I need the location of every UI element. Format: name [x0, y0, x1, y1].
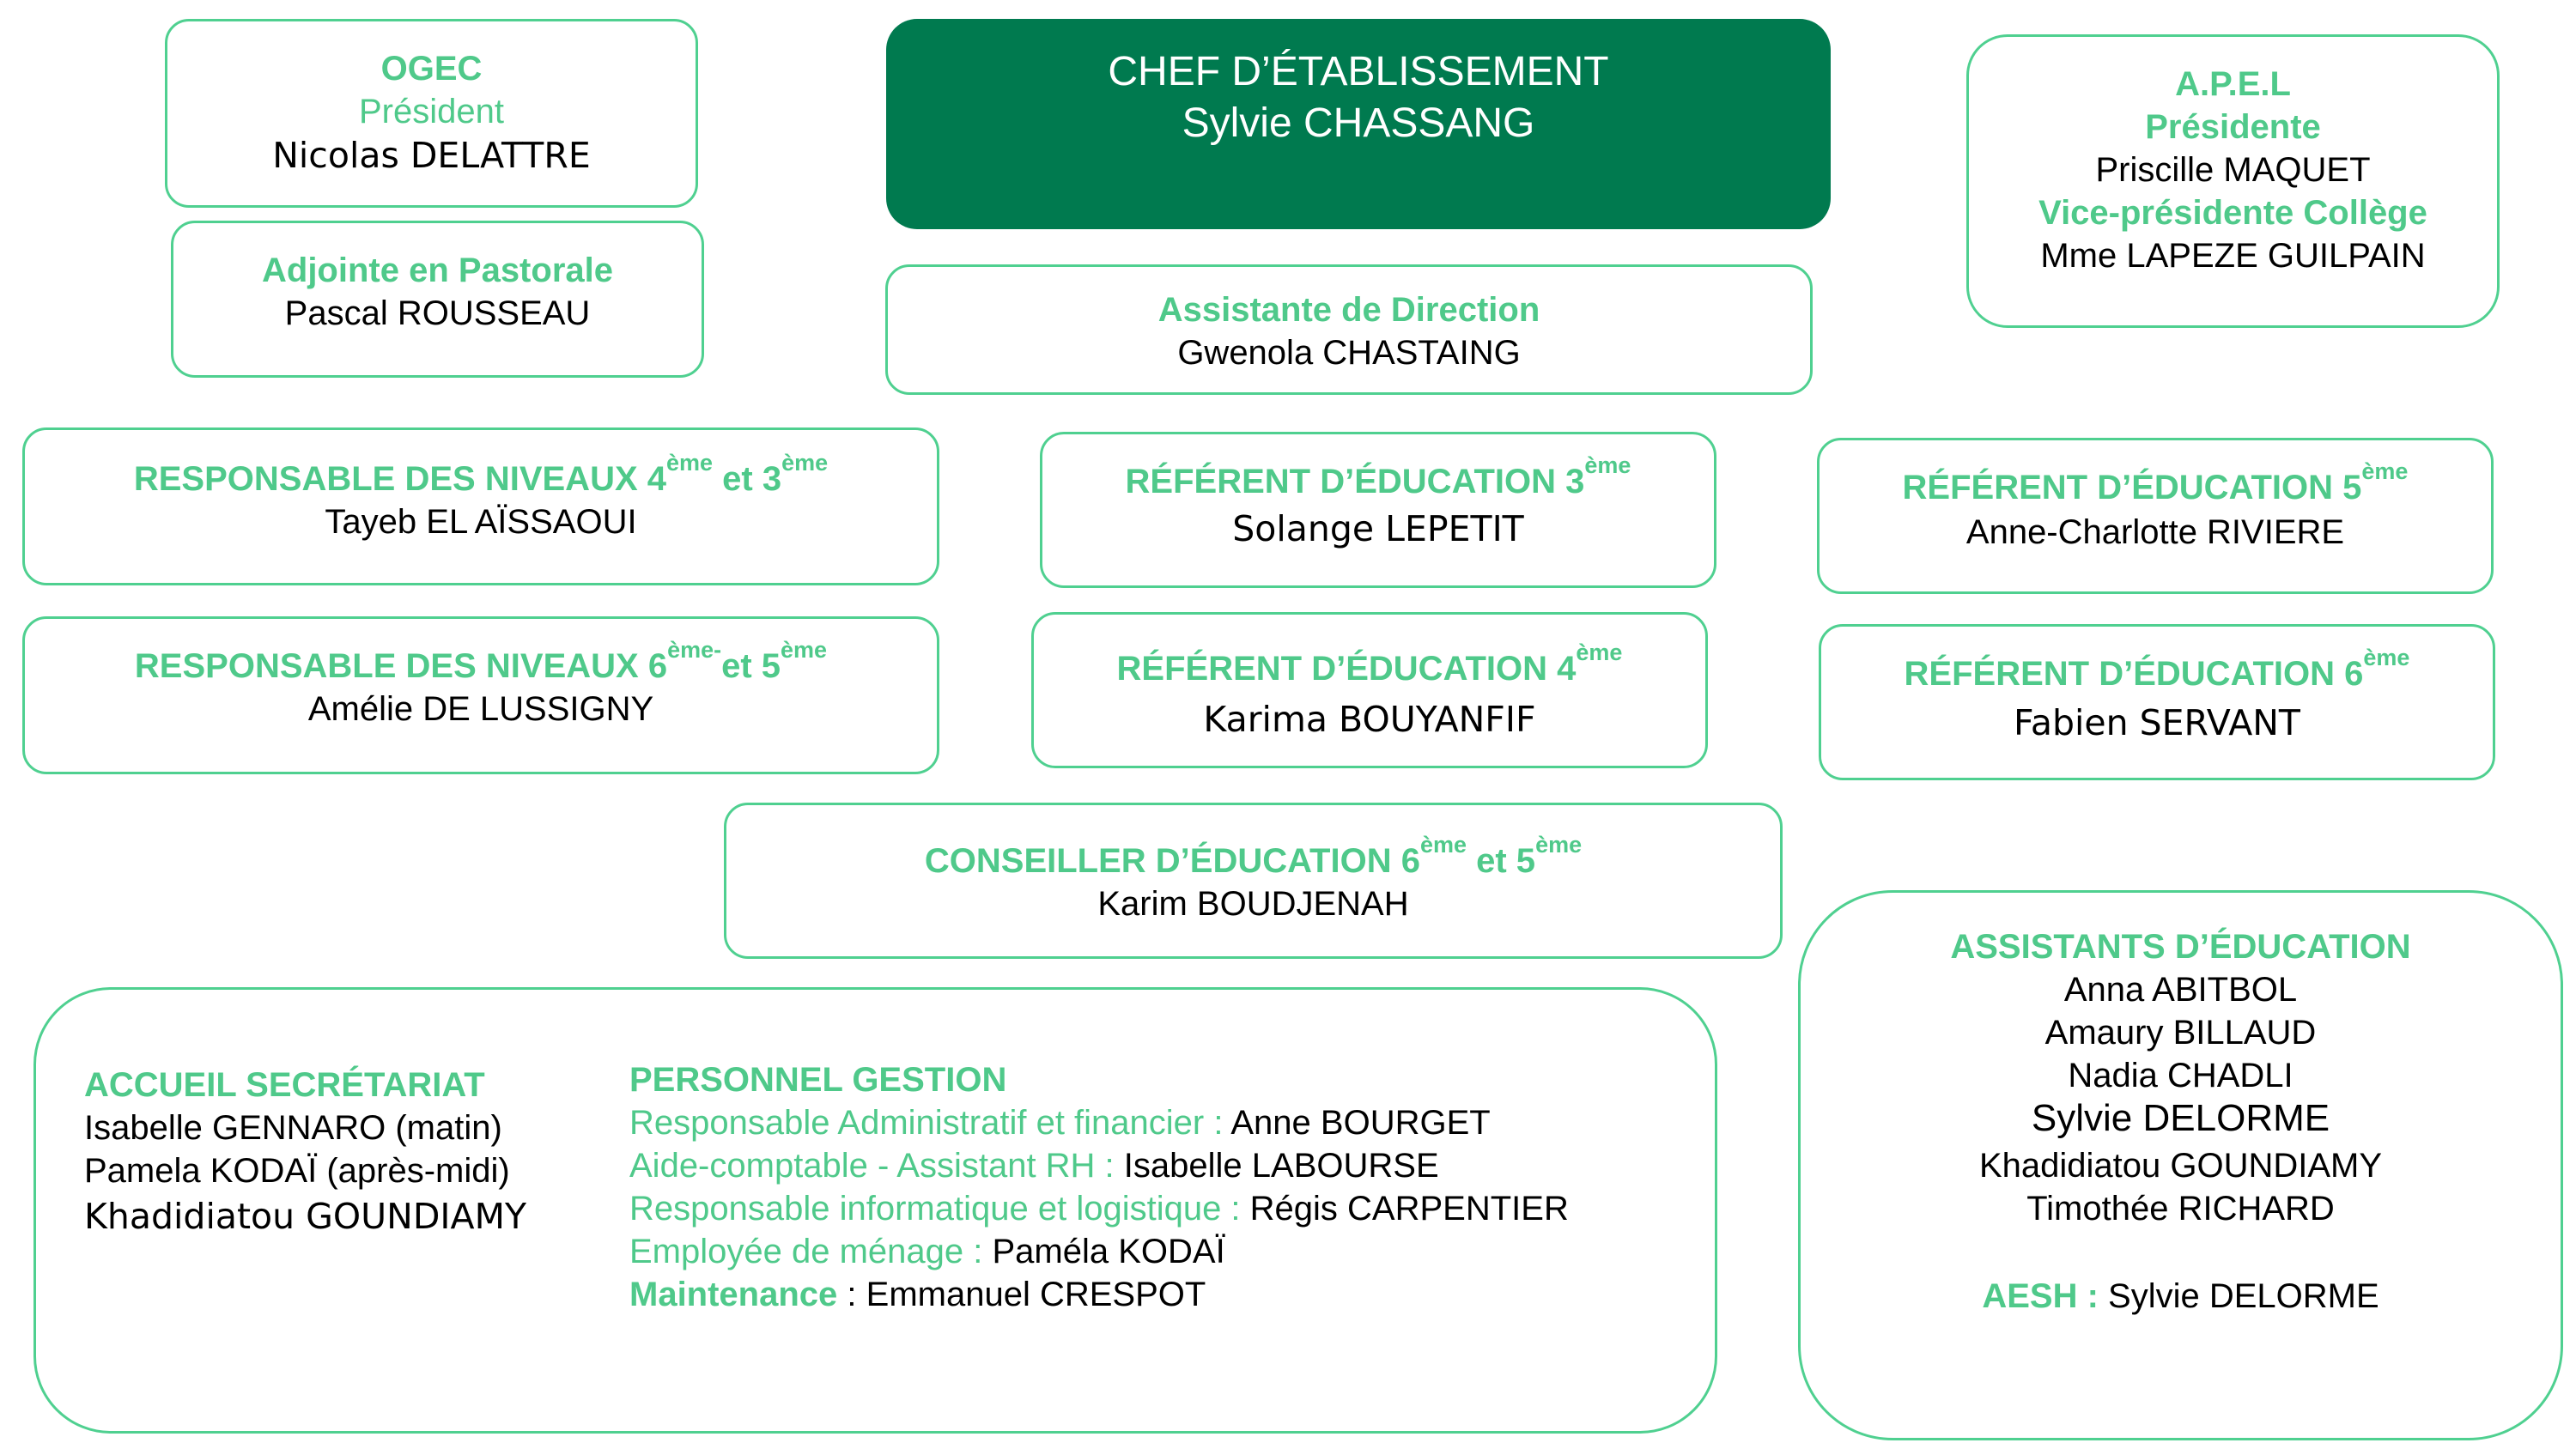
ref4-name: Karima BOUYANFIF: [1203, 699, 1536, 740]
apel-title: A.P.E.L: [2175, 65, 2291, 103]
ref5-title: RÉFÉRENT D’ÉDUCATION 5ème: [1902, 458, 2409, 506]
assistants-title: ASSISTANTS D’ÉDUCATION: [1950, 928, 2411, 966]
ogec-name: Nicolas DELATTRE: [272, 135, 591, 176]
apel-box: A.P.E.L Présidente Priscille MAQUET Vice…: [1966, 34, 2500, 328]
ref4-title: RÉFÉRENT D’ÉDUCATION 4ème: [1116, 640, 1623, 688]
resp43-name: Tayeb EL AÏSSAOUI: [325, 503, 637, 541]
accueil-gestion-box: ACCUEIL SECRÉTARIAT Isabelle GENNARO (ma…: [33, 987, 1717, 1434]
chef-title: CHEF D’ÉTABLISSEMENT: [1108, 49, 1609, 94]
assistant-name-2: Amaury BILLAUD: [2044, 1014, 2317, 1052]
ref3-name: Solange LEPETIT: [1232, 508, 1524, 549]
gestion-row-4: Employée de ménage : Paméla KODAÏ: [629, 1233, 1225, 1270]
conseiller-education-box: CONSEILLER D’ÉDUCATION 6ème et 5ème Kari…: [724, 803, 1783, 959]
ref6-name: Fabien SERVANT: [2014, 702, 2300, 743]
gestion-title: PERSONNEL GESTION: [629, 1061, 1007, 1099]
gestion-row-1: Responsable Administratif et financier :…: [629, 1104, 1491, 1142]
pastorale-name: Pascal ROUSSEAU: [284, 294, 591, 332]
gestion-row-2: Aide-comptable - Assistant RH : Isabelle…: [629, 1147, 1439, 1185]
assistant-name-3: Nadia CHADLI: [2068, 1057, 2293, 1094]
accueil-name-3: Khadidiatou GOUNDIAMY: [84, 1196, 526, 1237]
apel-name-vice: Mme LAPEZE GUILPAIN: [2040, 237, 2426, 275]
apel-role-president: Présidente: [2145, 108, 2321, 146]
pastorale-box: Adjointe en Pastorale Pascal ROUSSEAU: [171, 221, 704, 378]
assistant-name-5: Khadidiatou GOUNDIAMY: [1978, 1147, 2383, 1185]
ref6-title: RÉFÉRENT D’ÉDUCATION 6ème: [1904, 645, 2410, 693]
assistant-name-6: Timothée RICHARD: [2026, 1190, 2335, 1228]
resp65-name: Amélie DE LUSSIGNY: [307, 690, 654, 728]
ref3-title: RÉFÉRENT D’ÉDUCATION 3ème: [1125, 452, 1631, 500]
gestion-row-5: Maintenance : Emmanuel CRESPOT: [629, 1276, 1206, 1313]
ref5-name: Anne-Charlotte RIVIERE: [1965, 513, 2345, 551]
referent-education-4-box: RÉFÉRENT D’ÉDUCATION 4ème Karima BOUYANF…: [1031, 612, 1708, 768]
assistants-education-box: ASSISTANTS D’ÉDUCATION Anna ABITBOL Amau…: [1798, 890, 2563, 1440]
conseiller-title: CONSEILLER D’ÉDUCATION 6ème et 5ème: [924, 832, 1583, 880]
assistant-name-4: Sylvie DELORME: [2031, 1097, 2330, 1139]
assistante-direction-box: Assistante de Direction Gwenola CHASTAIN…: [885, 264, 1813, 395]
assistante-name: Gwenola CHASTAING: [1177, 334, 1521, 372]
accueil-name-2: Pamela KODAÏ (après-midi): [84, 1152, 510, 1190]
ogec-box: OGEC Président Nicolas DELATTRE: [165, 19, 698, 208]
referent-education-6-box: RÉFÉRENT D’ÉDUCATION 6ème Fabien SERVANT: [1819, 624, 2495, 780]
ogec-title: OGEC: [380, 50, 483, 88]
assistante-title: Assistante de Direction: [1157, 291, 1540, 329]
chef-name: Sylvie CHASSANG: [1182, 100, 1535, 146]
assistant-name-1: Anna ABITBOL: [2063, 971, 2298, 1009]
accueil-section: ACCUEIL SECRÉTARIAT Isabelle GENNARO (ma…: [84, 1064, 526, 1240]
apel-role-vice: Vice-présidente Collège: [2038, 194, 2427, 232]
ogec-role: Président: [359, 93, 504, 130]
gestion-row-3: Responsable informatique et logistique :…: [629, 1190, 1569, 1228]
accueil-title: ACCUEIL SECRÉTARIAT: [84, 1066, 485, 1104]
accueil-name-1: Isabelle GENNARO (matin): [84, 1109, 502, 1147]
responsable-niveaux-4-3-box: RESPONSABLE DES NIVEAUX 4ème et 3ème Tay…: [22, 427, 939, 585]
referent-education-3-box: RÉFÉRENT D’ÉDUCATION 3ème Solange LEPETI…: [1040, 432, 1716, 588]
aesh-line: AESH : Sylvie DELORME: [1982, 1277, 2379, 1315]
apel-name-president: Priscille MAQUET: [2095, 151, 2371, 189]
referent-education-5-box: RÉFÉRENT D’ÉDUCATION 5ème Anne-Charlotte…: [1817, 438, 2494, 594]
resp43-title: RESPONSABLE DES NIVEAUX 4ème et 3ème: [133, 450, 829, 498]
conseiller-name: Karim BOUDJENAH: [1097, 885, 1409, 923]
pastorale-title: Adjointe en Pastorale: [262, 252, 613, 289]
gestion-section: PERSONNEL GESTION Responsable Administra…: [629, 1058, 1569, 1316]
chef-etablissement-box: CHEF D’ÉTABLISSEMENT Sylvie CHASSANG: [886, 19, 1831, 229]
responsable-niveaux-6-5-box: RESPONSABLE DES NIVEAUX 6ème-et 5ème Amé…: [22, 616, 939, 774]
resp65-title: RESPONSABLE DES NIVEAUX 6ème-et 5ème: [134, 637, 828, 685]
